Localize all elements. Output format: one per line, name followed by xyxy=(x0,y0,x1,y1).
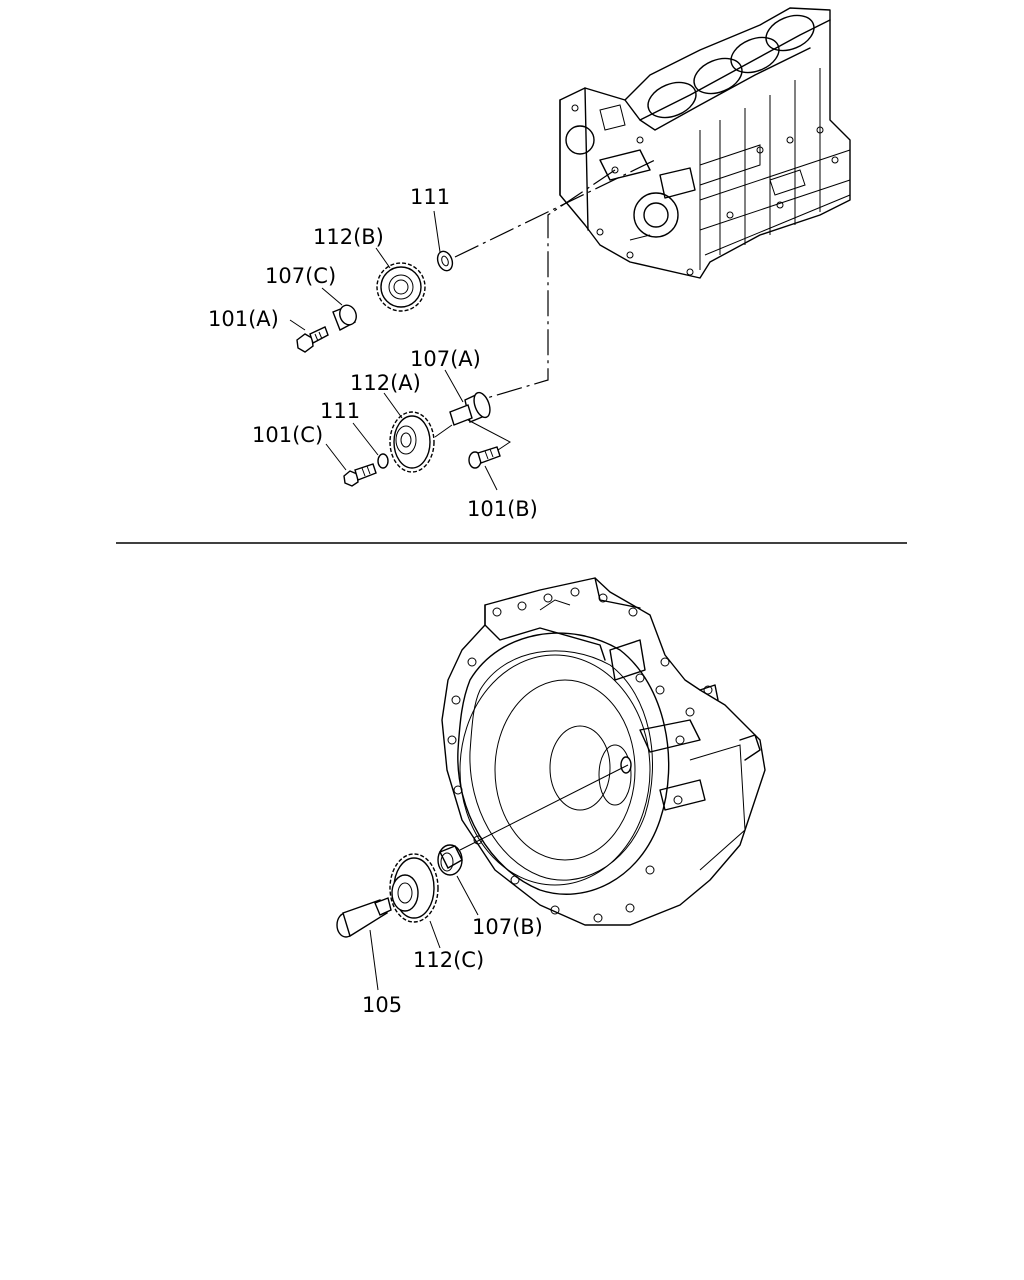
bolt-101b xyxy=(468,446,501,469)
bolt-101c xyxy=(343,463,377,487)
label-112b: 112(B) xyxy=(313,225,384,249)
gear-112b xyxy=(376,262,426,312)
flywheel-housing xyxy=(441,577,766,926)
gear-assembly-lower xyxy=(336,764,629,938)
bush-107c xyxy=(332,304,357,331)
washer-111-mid xyxy=(377,453,389,469)
label-107c: 107(C) xyxy=(265,264,336,288)
washer-111-top xyxy=(436,250,454,272)
label-111-mid: 111 xyxy=(320,399,360,423)
engine-block xyxy=(559,7,851,279)
label-112a: 112(A) xyxy=(350,371,421,395)
part-labels: 111 112(B) 107(C) 101(A) 107(A) 112(A) 1… xyxy=(208,185,543,1017)
gear-112a xyxy=(389,411,435,473)
label-112c: 112(C) xyxy=(413,948,484,972)
bolt-101a xyxy=(296,326,329,353)
gear-assembly-middle xyxy=(343,391,511,487)
label-107b: 107(B) xyxy=(472,915,543,939)
gear-assembly-upper xyxy=(296,159,656,401)
label-105: 105 xyxy=(362,993,402,1017)
label-101a: 101(A) xyxy=(208,307,279,331)
label-111-top: 111 xyxy=(410,185,450,209)
label-101c: 101(C) xyxy=(252,423,323,447)
bolt-105 xyxy=(336,897,392,938)
bush-107b xyxy=(437,844,463,876)
leader-lines xyxy=(289,210,498,991)
label-107a: 107(A) xyxy=(410,347,481,371)
gear-112c xyxy=(389,853,439,923)
label-101b: 101(B) xyxy=(467,497,538,521)
shaft-107a xyxy=(449,391,491,426)
